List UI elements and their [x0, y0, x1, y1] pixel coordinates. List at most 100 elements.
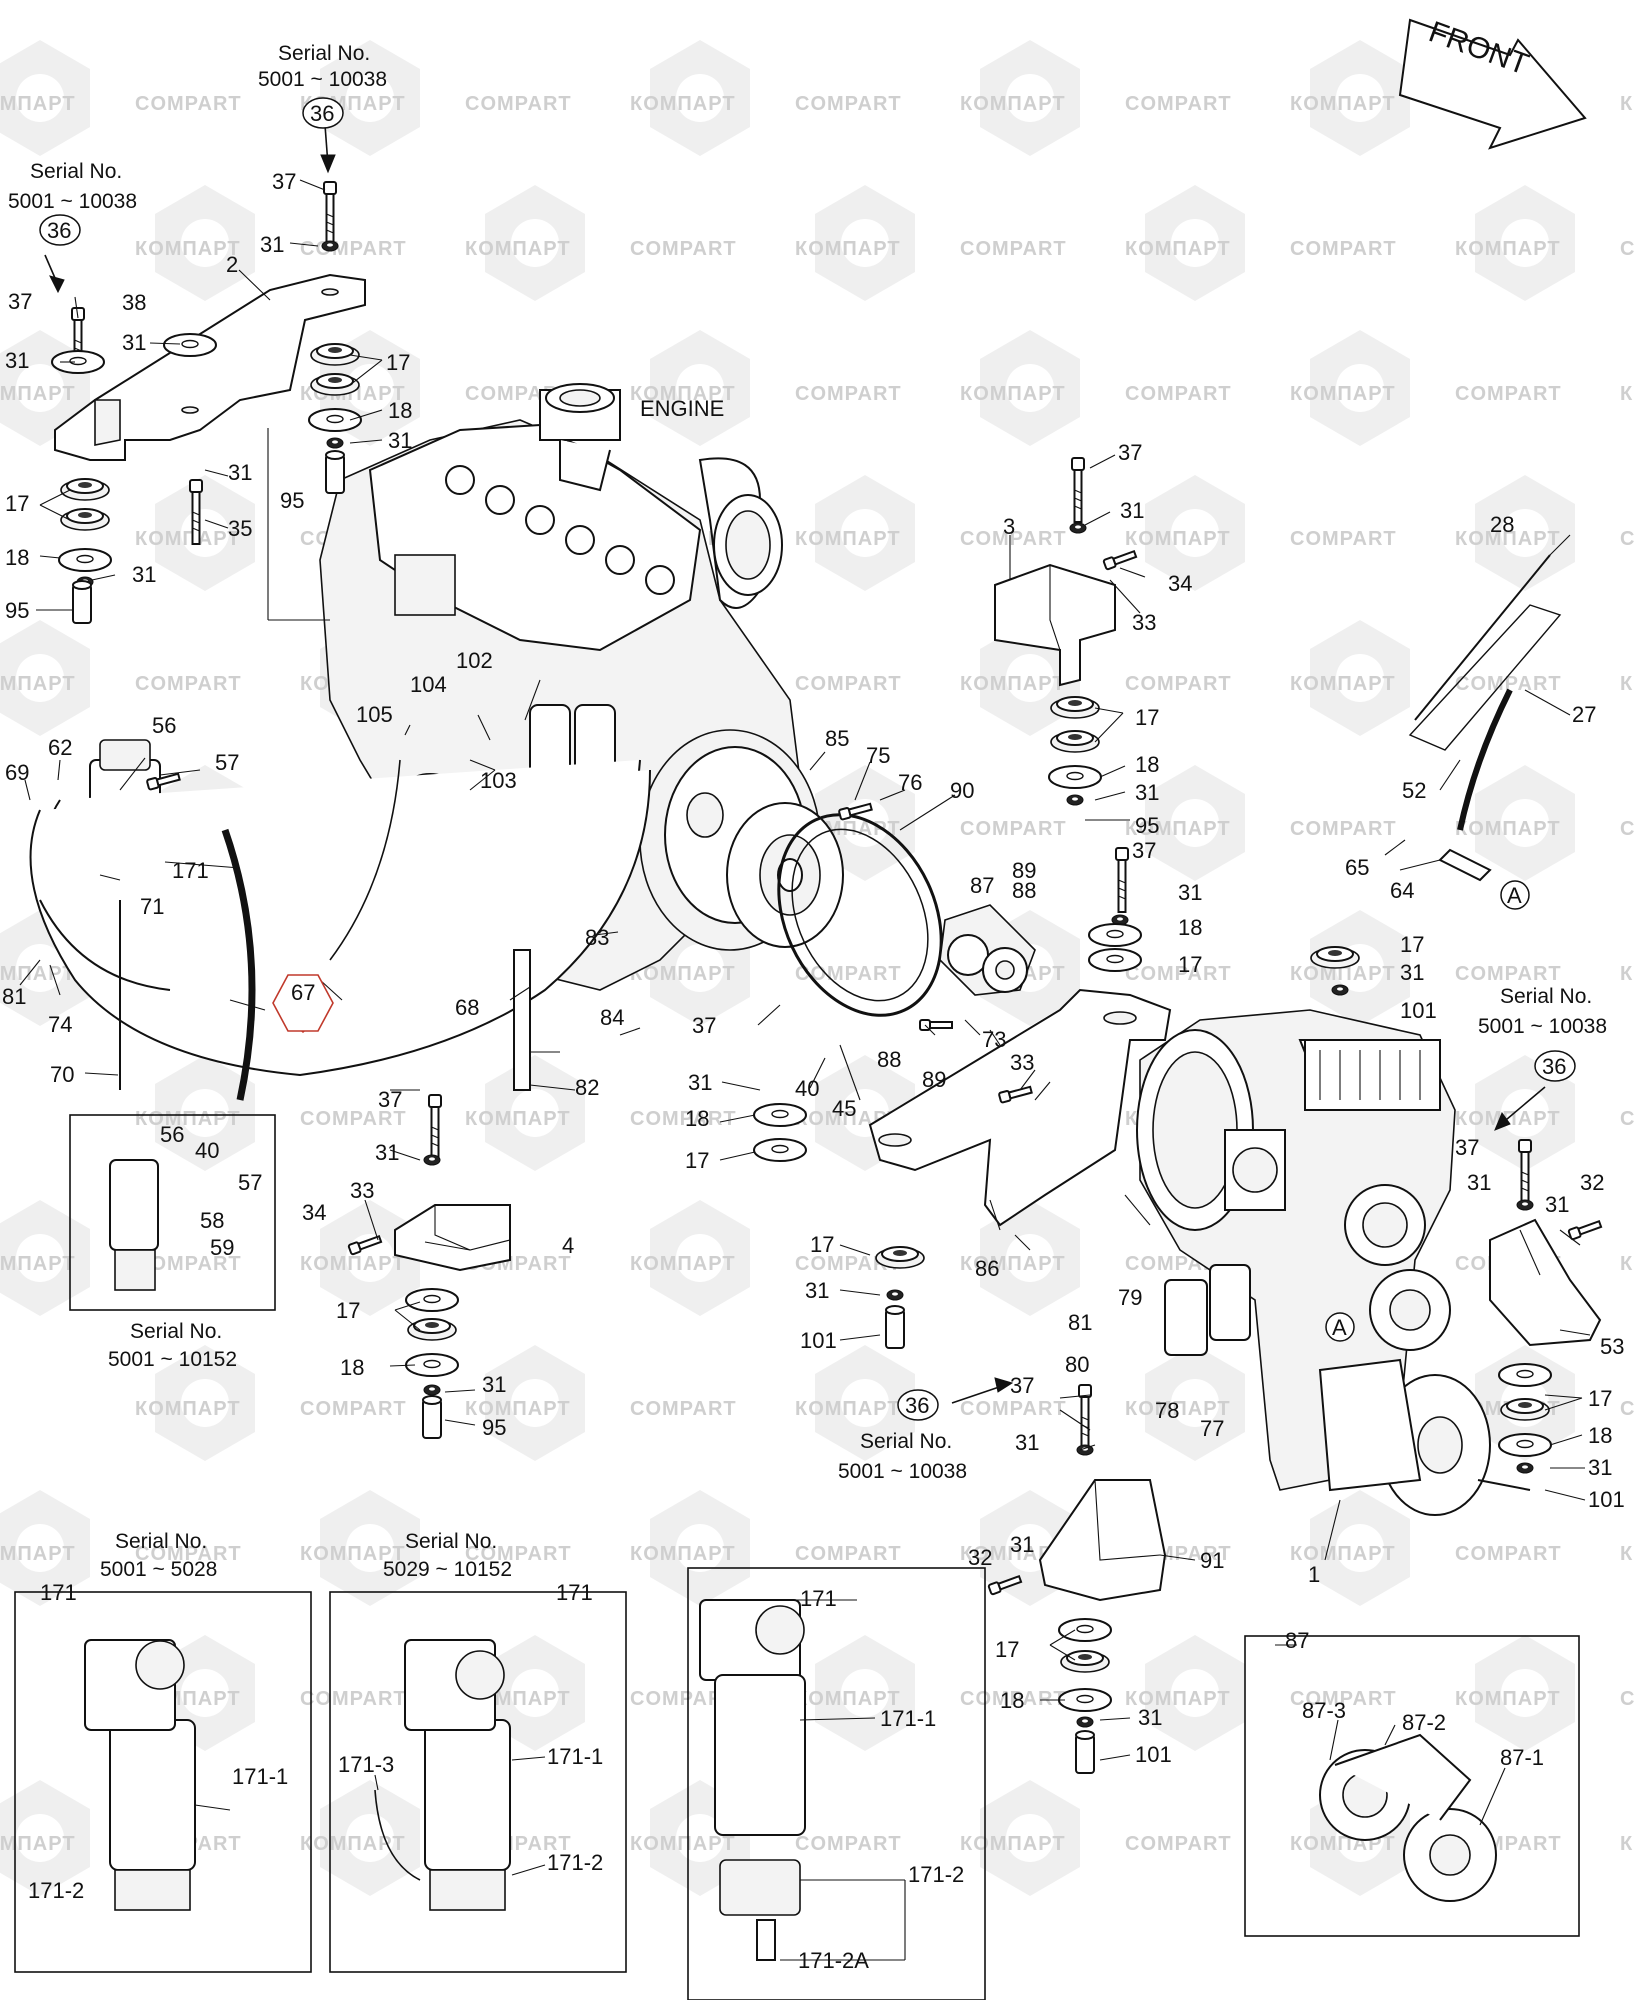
watermark-text: КОМПАРТ: [630, 1833, 736, 1855]
watermark-text: COMPART: [630, 1688, 737, 1710]
inset-filter-exploded: [687, 1567, 986, 2000]
callout-81: 81: [1068, 1310, 1092, 1335]
watermark-text: КОМПАРТ: [1290, 383, 1396, 405]
callout-17: 17: [5, 491, 29, 516]
callout-18: 18: [340, 1355, 364, 1380]
watermark-text: КОМПАРТ: [960, 1833, 1066, 1855]
mount-stack-53: [1477, 1139, 1552, 1491]
watermark-text: COMPART: [795, 1543, 902, 1565]
callout-88: 88: [1012, 878, 1036, 903]
callout-31: 31: [1178, 880, 1202, 905]
flywheel-gasket: [777, 813, 943, 1017]
callout-36: 36: [47, 218, 71, 243]
watermark-text: КОМПАРТ: [0, 963, 76, 985]
callout-17: 17: [1135, 705, 1159, 730]
watermark-layer: КОМПАРТ COMPART КОМПАРТ COMPART КОМПАРТ COMPA…: [0, 40, 1634, 1896]
watermark-text: КОМПАРТ: [960, 93, 1066, 115]
watermark-text: COMPART: [1125, 383, 1232, 405]
watermark-text: КОМПАРТ: [1290, 673, 1396, 695]
callout-labels: 37 31 2 37 38 31 31 17 18 31 31 95 35 17…: [2, 169, 1625, 1973]
callout-69: 69: [5, 760, 29, 785]
watermark-text: КОМПАРТ: [795, 1688, 901, 1710]
watermark-text: КОМПАРТ: [960, 673, 1066, 695]
callout-104: 104: [410, 672, 447, 697]
watermark-text: COMPART: [1620, 818, 1634, 840]
watermark-text: COMPART: [300, 238, 407, 260]
callout-31: 31: [1545, 1192, 1569, 1217]
callout-171: 171: [556, 1580, 593, 1605]
watermark-text: КОМПАРТ: [1620, 963, 1634, 985]
callout-95: 95: [482, 1415, 506, 1440]
watermark-text: КОМПАРТ: [1620, 383, 1634, 405]
watermark-text: КОМПАРТ: [630, 1253, 736, 1275]
callout-37: 37: [1010, 1373, 1034, 1398]
watermark-text: КОМПАРТ: [1125, 1398, 1231, 1420]
callout-17: 17: [1400, 932, 1424, 957]
callout-95: 95: [5, 598, 29, 623]
watermark-text: КОМПАРТ: [795, 528, 901, 550]
callout-65: 65: [1345, 855, 1369, 880]
watermark-text: COMPART: [135, 673, 242, 695]
callout-17: 17: [336, 1298, 360, 1323]
callout-88: 88: [877, 1047, 901, 1072]
watermark-text: КОМПАРТ: [300, 1833, 406, 1855]
callout-36: 36: [905, 1393, 929, 1418]
watermark-text: COMPART: [465, 93, 572, 115]
watermark-text: КОМПАРТ: [0, 1253, 76, 1275]
callout-32: 32: [1580, 1170, 1604, 1195]
watermark-text: COMPART: [1620, 1398, 1634, 1420]
callout-31: 31: [1138, 1705, 1162, 1730]
control-valve-block: [1304, 1039, 1441, 1111]
callout-31: 31: [1120, 498, 1144, 523]
callout-67: 67: [291, 980, 315, 1005]
circle-36-markers: 36 36 36 36: [39, 97, 1576, 1421]
inset-filter-old: [69, 1114, 276, 1311]
watermark-text: КОМПАРТ: [1455, 528, 1561, 550]
callout-77: 77: [1200, 1416, 1224, 1441]
transmission-assembly: [1136, 1009, 1491, 1516]
callout-31: 31: [388, 428, 412, 453]
watermark-text: КОМПАРТ: [0, 1833, 76, 1855]
callout-17: 17: [995, 1637, 1019, 1662]
callout-80: 80: [1065, 1352, 1089, 1377]
watermark-text: КОМПАРТ: [465, 1108, 571, 1130]
callout-171-1: 171-1: [232, 1764, 288, 1789]
callout-75: 75: [866, 743, 890, 768]
watermark-text: COMPART: [795, 673, 902, 695]
callout-31: 31: [482, 1372, 506, 1397]
watermark-text: COMPART: [1290, 528, 1397, 550]
serial-note-range: 5001 ~ 10038: [258, 68, 387, 91]
watermark-text: COMPART: [795, 1253, 902, 1275]
callout-40: 40: [195, 1138, 219, 1163]
callout-31: 31: [1015, 1430, 1039, 1455]
watermark-text: COMPART: [1290, 818, 1397, 840]
callout-58: 58: [200, 1208, 224, 1233]
callout-87-1: 87-1: [1500, 1745, 1544, 1770]
watermark-text: КОМПАРТ: [1620, 93, 1634, 115]
callout-53: 53: [1600, 1334, 1624, 1359]
callout-31: 31: [228, 460, 252, 485]
callout-18: 18: [1178, 915, 1202, 940]
callout-37: 37: [272, 169, 296, 194]
callout-64: 64: [1390, 878, 1414, 903]
inset-coupling-87: [1244, 1635, 1580, 1937]
callout-37: 37: [8, 289, 32, 314]
callout-90: 90: [950, 778, 974, 803]
serial-note-range: 5001 ~ 5028: [100, 1558, 217, 1581]
callout-70: 70: [50, 1062, 74, 1087]
serial-note-title: Serial No.: [405, 1530, 497, 1553]
watermark-text: КОМПАРТ: [300, 1543, 406, 1565]
watermark-text: COMPART: [795, 1833, 902, 1855]
serial-note-title: Serial No.: [130, 1320, 222, 1343]
callout-102: 102: [456, 648, 493, 673]
watermark-text: КОМПАРТ: [630, 1543, 736, 1565]
callout-34: 34: [1168, 571, 1192, 596]
serial-note-title: Serial No.: [115, 1530, 207, 1553]
callout-37: 37: [378, 1087, 402, 1112]
callout-57: 57: [215, 750, 239, 775]
inset-filter-5001-5028: [14, 1591, 312, 1973]
callout-18: 18: [388, 398, 412, 423]
watermark-text: COMPART: [795, 383, 902, 405]
callout-34: 34: [302, 1200, 326, 1225]
callout-35: 35: [228, 516, 252, 541]
